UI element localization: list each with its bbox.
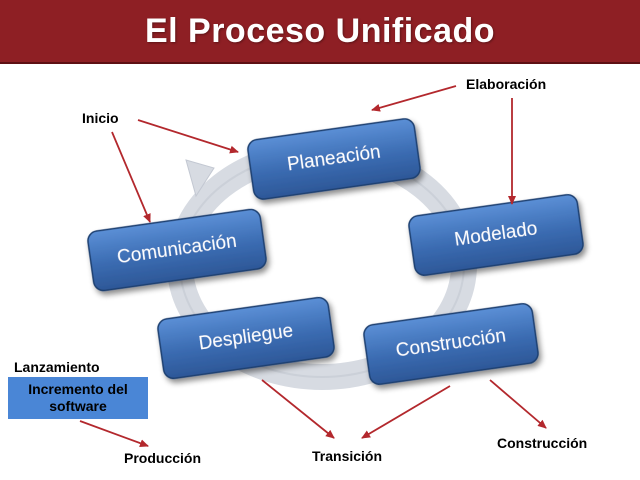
phase-construccion: Construcción xyxy=(363,303,539,385)
title-banner: El Proceso Unificado xyxy=(0,0,640,64)
phase-despliegue: Despliegue xyxy=(157,296,335,380)
phase-modelado: Modelado xyxy=(408,194,584,276)
increment-box-label: Incremento del software xyxy=(28,381,128,414)
label-transicion: Transición xyxy=(312,448,382,464)
phase-planeacion: Planeación xyxy=(247,118,421,200)
label-elaboracion: Elaboración xyxy=(466,76,546,92)
arrow-inicio-to-comunicacion xyxy=(111,131,151,223)
label-lanzamiento: Lanzamiento xyxy=(14,359,100,375)
phase-comunicacion: Comunicación xyxy=(87,208,267,292)
label-construccion: Construcción xyxy=(497,435,587,451)
increment-box: Incremento del software xyxy=(8,377,148,419)
cycle-arrowhead-icon xyxy=(185,159,215,198)
arrow-despliegue-to-transicion xyxy=(261,379,335,439)
label-inicio: Inicio xyxy=(82,110,119,126)
arrow-construccion-to-construccion xyxy=(489,379,547,429)
arrow-increment-to-produccion xyxy=(79,420,149,447)
label-produccion: Producción xyxy=(124,450,201,466)
arrow-elaboracion-to-planeacion xyxy=(371,85,457,112)
arrow-inicio-to-planeacion xyxy=(137,119,239,154)
annotation-arrows xyxy=(79,85,547,447)
arrow-construccion-to-transicion xyxy=(361,385,451,439)
page-title: El Proceso Unificado xyxy=(144,11,496,50)
